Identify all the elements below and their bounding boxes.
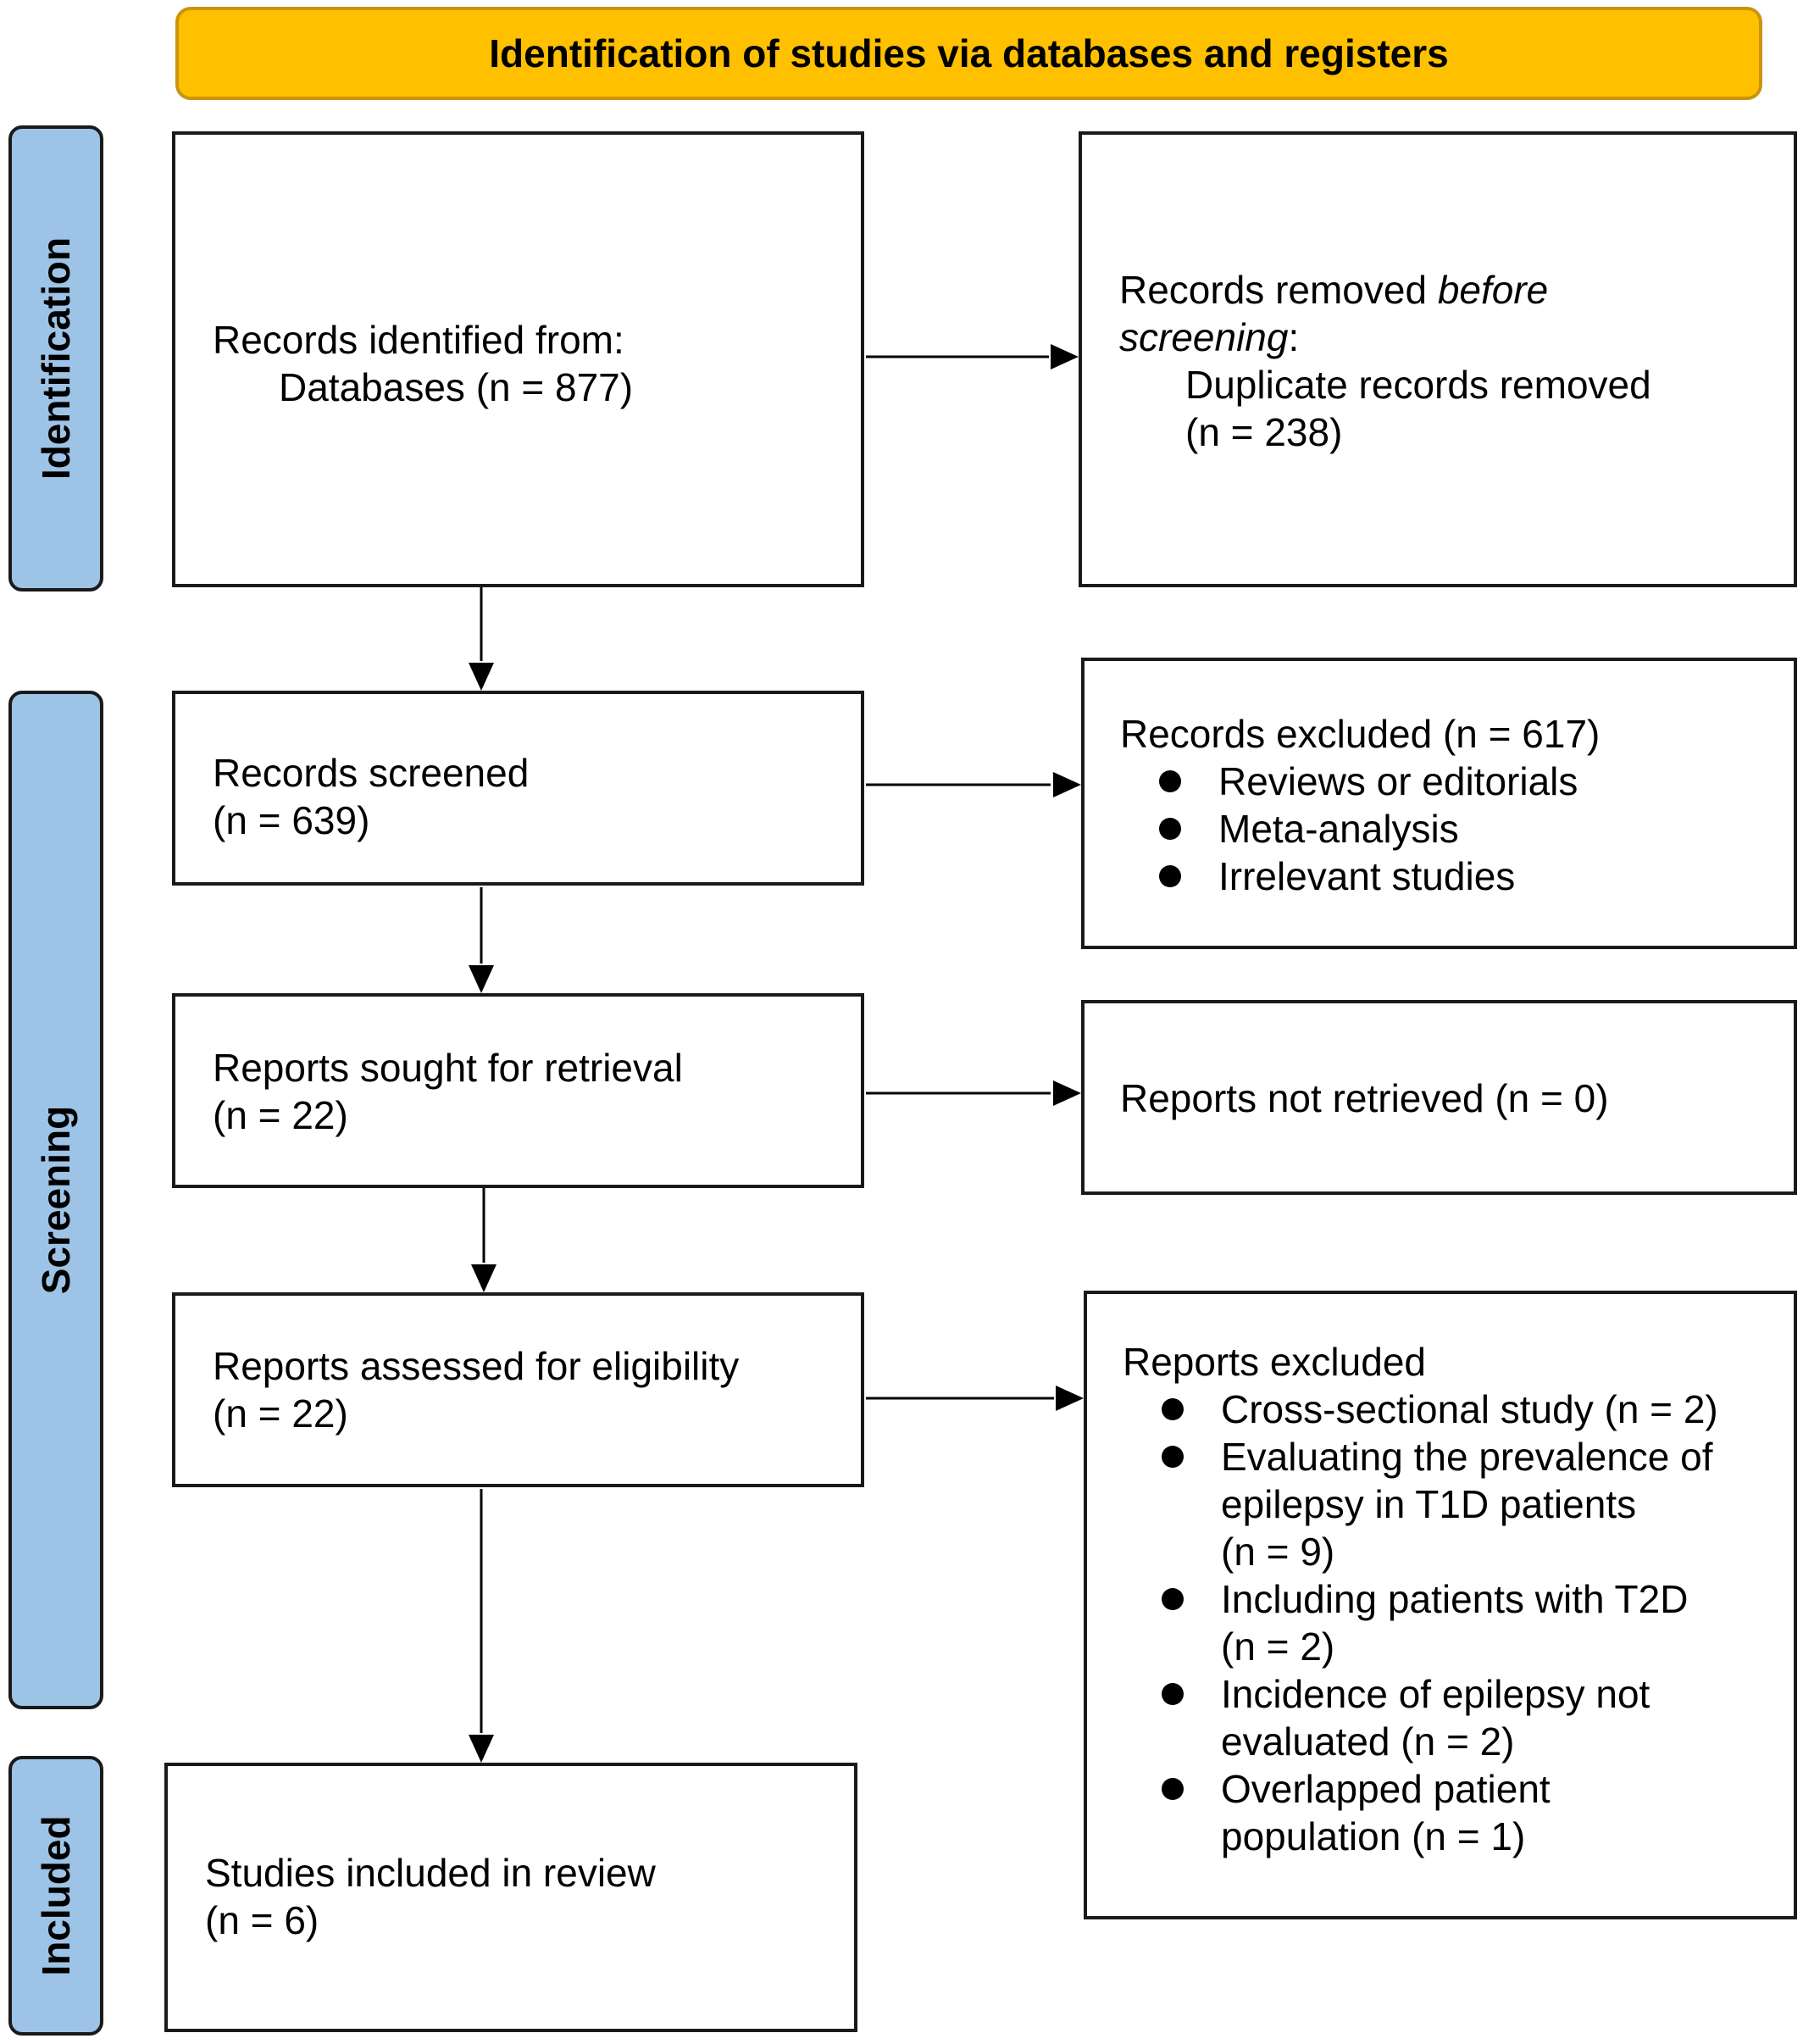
- reports-excluded-item: Cross-sectional study (n = 2): [1123, 1386, 1794, 1433]
- records-excluded-item: Meta-analysis: [1120, 805, 1794, 853]
- phase-identification: Identification: [8, 125, 103, 592]
- records-removed-line3: Duplicate records removed: [1185, 363, 1651, 407]
- records-removed-line1: Records removed before: [1119, 268, 1549, 312]
- arrowhead: [1053, 1080, 1081, 1106]
- box-records-excluded: Records excluded (n = 617) Reviews or ed…: [1081, 658, 1797, 949]
- records-excluded-item: Reviews or editorials: [1120, 758, 1794, 805]
- reports-sought-count: (n = 22): [213, 1093, 348, 1137]
- reports-excluded-item: Including patients with T2D (n = 2): [1123, 1575, 1794, 1670]
- records-screened-label: Records screened: [213, 751, 530, 795]
- reports-excluded-title: Reports excluded: [1123, 1340, 1426, 1384]
- reports-sought-label: Reports sought for retrieval: [213, 1046, 683, 1090]
- records-identified-count: Databases (n = 877): [279, 365, 634, 409]
- box-reports-not-retrieved: Reports not retrieved (n = 0): [1081, 1000, 1797, 1195]
- reports-excluded-item: Incidence of epilepsy not evaluated (n =…: [1123, 1670, 1794, 1765]
- box-studies-included: Studies included in review (n = 6): [164, 1763, 857, 2032]
- records-removed-line2: screening:: [1119, 315, 1300, 359]
- arrowhead: [1051, 344, 1079, 369]
- records-identified-label: Records identified from:: [213, 318, 624, 362]
- box-reports-sought: Reports sought for retrieval (n = 22): [172, 993, 864, 1188]
- header-banner: Identification of studies via databases …: [175, 7, 1762, 100]
- box-records-screened: Records screened (n = 639): [172, 691, 864, 886]
- arrowhead: [1056, 1386, 1084, 1411]
- records-screened-count: (n = 639): [213, 798, 370, 842]
- reports-assessed-label: Reports assessed for eligibility: [213, 1344, 740, 1388]
- records-removed-count: (n = 238): [1185, 410, 1343, 454]
- arrowhead: [1053, 772, 1081, 797]
- records-excluded-title: Records excluded (n = 617): [1120, 712, 1601, 756]
- box-reports-excluded: Reports excluded Cross-sectional study (…: [1084, 1291, 1797, 1919]
- arrowhead: [471, 1264, 497, 1292]
- phase-screening: Screening: [8, 691, 103, 1709]
- phase-included: Included: [8, 1756, 103, 2036]
- arrowhead: [469, 965, 494, 993]
- reports-assessed-count: (n = 22): [213, 1391, 348, 1436]
- reports-excluded-item: Overlapped patient population (n = 1): [1123, 1765, 1794, 1860]
- arrowhead: [469, 1735, 494, 1763]
- reports-excluded-item: Evaluating the prevalence of epilepsy in…: [1123, 1433, 1794, 1575]
- studies-included-count: (n = 6): [205, 1898, 319, 1942]
- arrowhead: [469, 663, 494, 691]
- box-records-identified: Records identified from: Databases (n = …: [172, 131, 864, 587]
- box-reports-assessed: Reports assessed for eligibility (n = 22…: [172, 1292, 864, 1487]
- records-excluded-item: Irrelevant studies: [1120, 853, 1794, 900]
- studies-included-label: Studies included in review: [205, 1851, 656, 1895]
- reports-not-retrieved-label: Reports not retrieved (n = 0): [1120, 1076, 1609, 1120]
- box-records-removed: Records removed before screening: Duplic…: [1079, 131, 1797, 587]
- header-title: Identification of studies via databases …: [489, 31, 1449, 75]
